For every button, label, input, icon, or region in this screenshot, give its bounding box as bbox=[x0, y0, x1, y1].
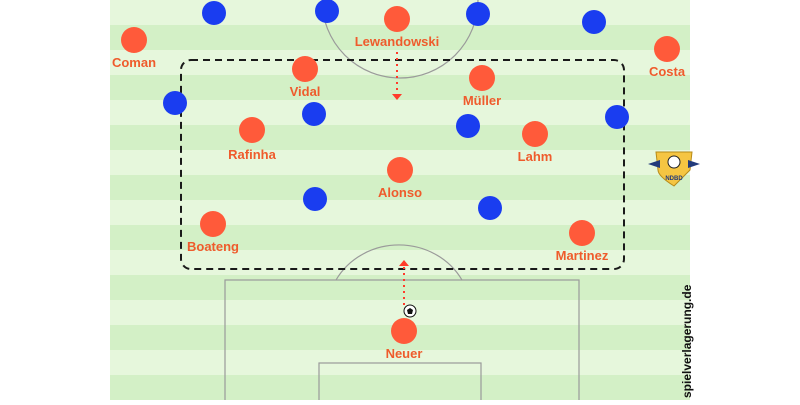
movement-arrows bbox=[392, 52, 409, 305]
player-label-vidal: Vidal bbox=[290, 84, 321, 99]
badge-ball bbox=[667, 155, 681, 169]
pitch-stripe bbox=[110, 50, 690, 75]
player-label-martinez: Martinez bbox=[556, 248, 609, 263]
player-label-rafinha: Rafinha bbox=[228, 147, 276, 162]
home-player-dot-boateng bbox=[200, 211, 226, 237]
home-player-dot-coman bbox=[121, 27, 147, 53]
away-team-players bbox=[163, 0, 629, 220]
home-player-dot-muller bbox=[469, 65, 495, 91]
badge-wing-left bbox=[648, 160, 660, 168]
pitch-stripe bbox=[110, 125, 690, 150]
away-player-dot bbox=[315, 0, 339, 23]
away-player-dot bbox=[478, 196, 502, 220]
player-label-lahm: Lahm bbox=[518, 149, 553, 164]
pitch-stripe bbox=[110, 250, 690, 275]
arrow-up-head bbox=[399, 260, 409, 266]
penalty-arc bbox=[335, 244, 463, 281]
pressing-zone-box bbox=[180, 59, 625, 270]
home-player-dot-rafinha bbox=[239, 117, 265, 143]
dashed-zone-outline bbox=[180, 59, 625, 270]
home-player-dot-lewandowski bbox=[384, 6, 410, 32]
home-player-dot-vidal bbox=[292, 56, 318, 82]
shield-badge-icon: NDBD bbox=[648, 151, 700, 187]
pitch-stripe bbox=[110, 375, 690, 400]
away-player-dot bbox=[605, 105, 629, 129]
pitch-stripe bbox=[110, 200, 690, 225]
away-player-dot bbox=[456, 114, 480, 138]
away-player-dot bbox=[302, 102, 326, 126]
pitch-stripe bbox=[110, 100, 690, 125]
watermark: spielverlagerung.de bbox=[680, 284, 694, 398]
player-label-neuer: Neuer bbox=[386, 346, 423, 361]
home-player-dot-lahm bbox=[522, 121, 548, 147]
away-player-dot bbox=[202, 1, 226, 25]
home-player-dot-martinez bbox=[569, 220, 595, 246]
badge-wing-right bbox=[688, 160, 700, 168]
player-label-alonso: Alonso bbox=[378, 185, 422, 200]
player-label-boateng: Boateng bbox=[187, 239, 239, 254]
away-player-dot bbox=[582, 10, 606, 34]
player-label-coman: Coman bbox=[112, 55, 156, 70]
ball-patch bbox=[407, 308, 413, 314]
arrow-down-head bbox=[392, 94, 402, 100]
player-label-muller: Müller bbox=[463, 93, 501, 108]
away-player-dot bbox=[466, 2, 490, 26]
goal-area bbox=[318, 362, 482, 405]
badge-text: NDBD bbox=[665, 176, 683, 182]
center-circle-arc bbox=[321, 0, 479, 79]
pitch-stripe bbox=[110, 275, 690, 300]
penalty-area bbox=[224, 279, 580, 405]
ball-icon bbox=[403, 304, 417, 318]
away-player-dot bbox=[303, 187, 327, 211]
home-player-dot-alonso bbox=[387, 157, 413, 183]
badge-shield bbox=[655, 151, 693, 187]
pitch-markings bbox=[224, 0, 580, 405]
player-label-lewandowski: Lewandowski bbox=[355, 34, 440, 49]
home-player-dot-costa bbox=[654, 36, 680, 62]
away-player-dot bbox=[163, 91, 187, 115]
player-label-costa: Costa bbox=[649, 64, 686, 79]
home-player-dot-neuer bbox=[391, 318, 417, 344]
